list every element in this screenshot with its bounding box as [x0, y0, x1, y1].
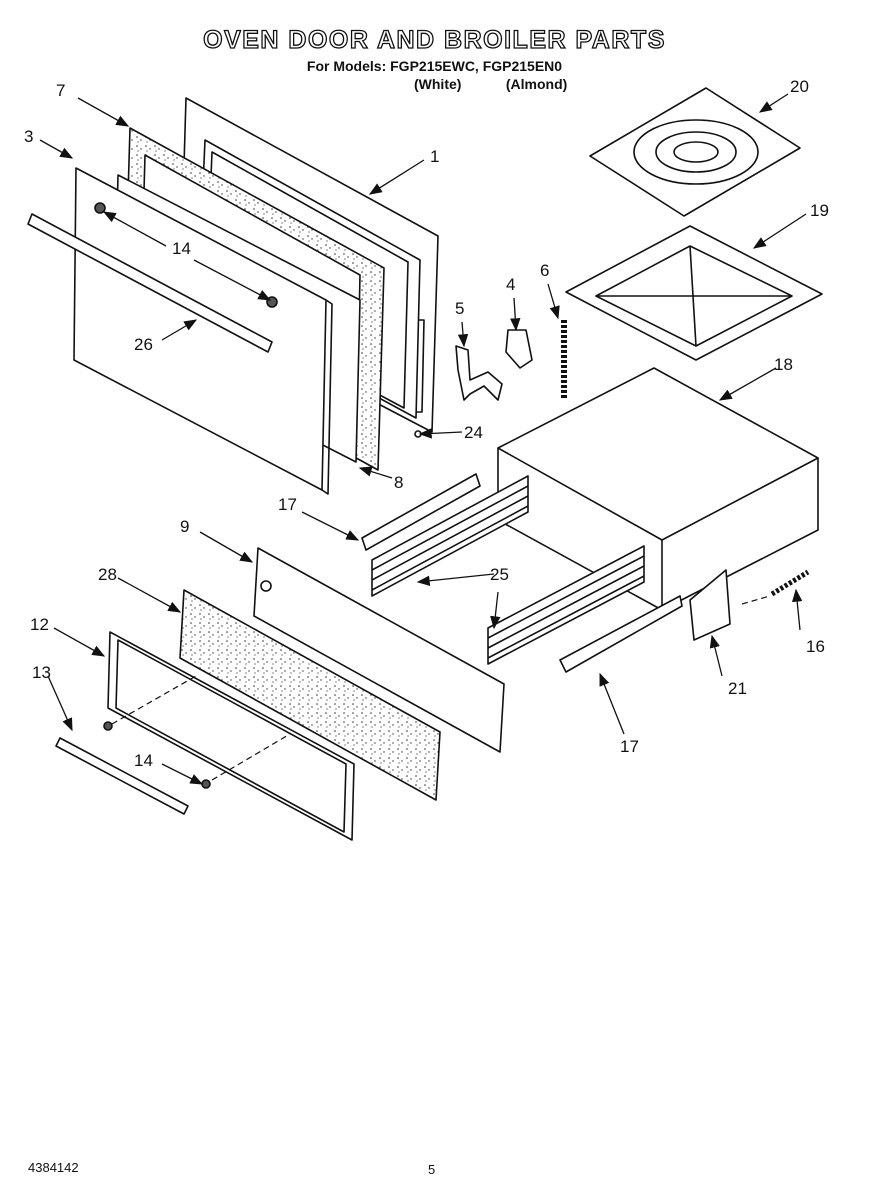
part-drawer-handle [55, 721, 211, 815]
callout-label: 20 [790, 77, 809, 96]
callout-label: 28 [98, 565, 117, 584]
callout-label: 1 [430, 147, 439, 166]
callout-label: 19 [810, 201, 829, 220]
part-drawer-insulation [179, 589, 441, 801]
part-drawer-front [253, 547, 505, 753]
callout-label: 17 [278, 495, 297, 514]
part-broiler-drawer [497, 367, 819, 611]
callout-label: 7 [56, 81, 65, 100]
part-drawer-outer-panel [107, 631, 355, 841]
callout-label: 18 [774, 355, 793, 374]
callout-label: 13 [32, 663, 51, 682]
part-door-handle [27, 202, 278, 353]
callout-label: 5 [455, 299, 464, 318]
callout-label: 25 [490, 565, 509, 584]
part-broiler-grid [589, 87, 801, 217]
callout-label: 16 [806, 637, 825, 656]
callout-label: 21 [728, 679, 747, 698]
callout-label: 17 [620, 737, 639, 756]
callout-label: 14 [134, 751, 153, 770]
variant-almond: (Almond) [505, 76, 568, 92]
part-drawer-slide-lower [559, 595, 683, 673]
part-bracket-4 [505, 329, 533, 369]
callout-label: 14 [172, 239, 191, 258]
callout-label: 24 [464, 423, 483, 442]
part-outer-door-panel [73, 167, 333, 495]
part-bracket-21 [689, 569, 731, 641]
callout-label: 8 [394, 473, 403, 492]
callout-label: 3 [24, 127, 33, 146]
document-number: 4384142 [28, 1160, 79, 1175]
part-hinge-5 [455, 345, 503, 401]
part-spring-16 [770, 569, 810, 597]
callout-label: 9 [180, 517, 189, 536]
callout-label: 6 [540, 261, 549, 280]
variant-white: (White) [414, 76, 462, 92]
part-drawer-slide-upper [361, 473, 481, 551]
callout-label: 4 [506, 275, 515, 294]
variant-labels: (White) (Almond) [414, 76, 614, 92]
part-slide-rails [371, 475, 645, 665]
callout-labels: 20 7 1 3 19 14 6 4 5 26 18 24 8 17 9 25 … [24, 77, 829, 770]
callout-label: 26 [134, 335, 153, 354]
models-line: For Models: FGP215EWC, FGP215EN0 [306, 58, 563, 74]
part-broiler-pan [565, 225, 823, 361]
page-number: 5 [428, 1162, 436, 1177]
callout-label: 12 [30, 615, 49, 634]
page-title: OVEN DOOR AND BROILER PARTS [202, 25, 666, 54]
